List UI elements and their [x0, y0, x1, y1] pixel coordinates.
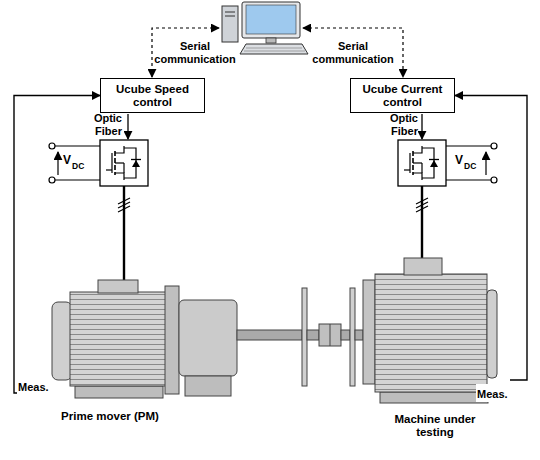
coupling — [302, 288, 363, 386]
optic-fiber-arrow — [421, 114, 422, 139]
dc-terminals — [49, 143, 100, 183]
controller-box: Ucube Current control — [350, 78, 455, 113]
machine-label: Machine under testing — [380, 413, 490, 439]
optic-fiber-arrow — [127, 114, 128, 139]
feedback-connector — [455, 96, 527, 381]
prime-mover-drawing — [52, 280, 302, 398]
link-label: Optic Fiber — [70, 112, 122, 138]
computer-icon — [222, 2, 308, 54]
link-label: Optic Fiber — [366, 112, 418, 138]
dc-terminals — [446, 143, 497, 183]
connector-label: Meas. — [477, 388, 508, 400]
machine-drawing — [363, 258, 497, 403]
inverter-symbol — [100, 140, 148, 186]
voltage-subscript: DC — [464, 160, 486, 173]
three-phase-cable — [416, 186, 428, 258]
box-label: Ucube Current control — [351, 83, 454, 109]
serial-link — [152, 28, 219, 77]
connector-label: Meas. — [18, 381, 49, 393]
inverter-symbol — [398, 140, 446, 186]
voltage-subscript: DC — [72, 160, 94, 173]
interface-label: Serial communication — [308, 40, 398, 66]
box-label: Ucube Speed control — [101, 83, 204, 109]
machine-label: Prime mover (PM) — [40, 410, 180, 423]
controller-box: Ucube Speed control — [100, 78, 205, 113]
feedback-connector — [14, 96, 100, 394]
interface-label: Serial communication — [150, 40, 240, 66]
three-phase-cable — [118, 186, 130, 280]
serial-link — [303, 28, 403, 77]
motor: Prime mover (PM) — [40, 280, 302, 405]
